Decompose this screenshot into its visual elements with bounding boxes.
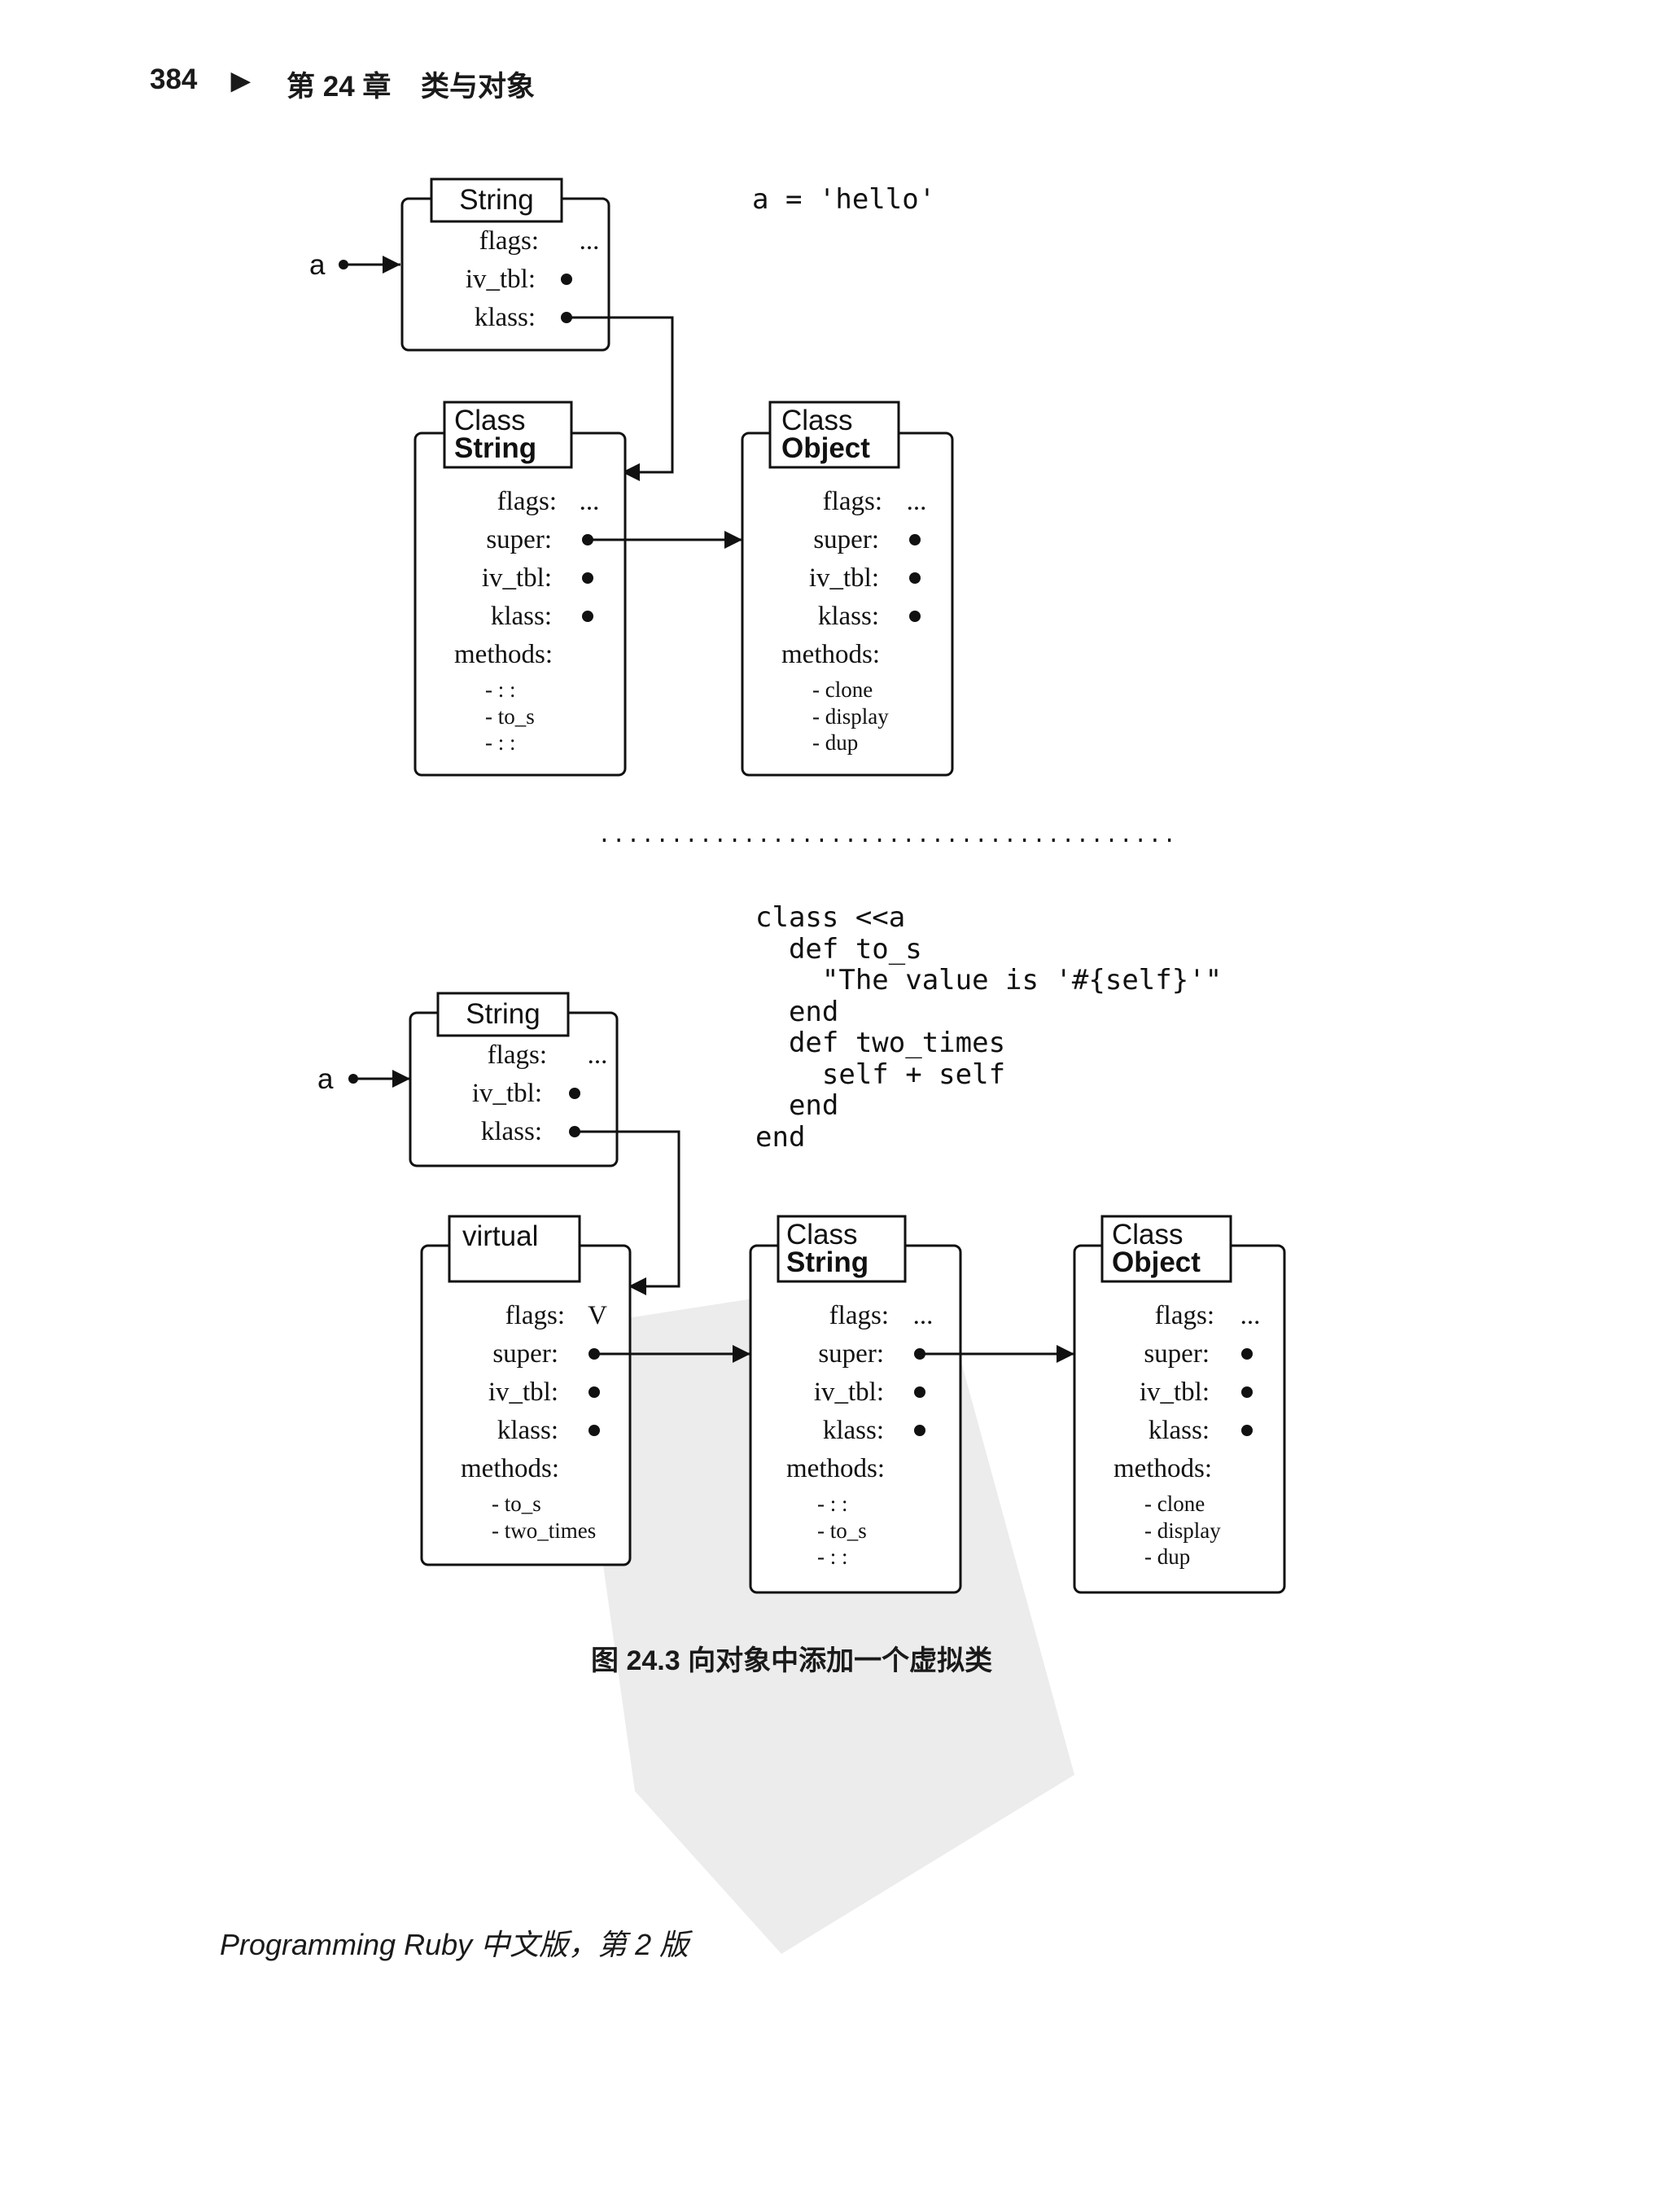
dotted-divider: ........................................ (597, 824, 1177, 849)
chapter-marker-icon: ▶ (231, 68, 251, 94)
chapter-number: 第 24 章 (287, 71, 392, 103)
class-string-box-bottom: Class String flags: ... super: iv_tbl: k… (749, 1215, 962, 1594)
svg-text:super:: super: (813, 525, 879, 554)
svg-text:super:: super: (818, 1339, 884, 1369)
class-object-box-bottom: Class Object flags: ... super: iv_tbl: k… (1073, 1215, 1286, 1594)
svg-text:iv_tbl:: iv_tbl: (488, 1378, 558, 1407)
variable-a-label: a (309, 249, 326, 281)
code-singleton-class: class <<a def to_s "The value is '#{self… (755, 901, 1223, 1154)
svg-text:iv_tbl:: iv_tbl: (809, 563, 879, 593)
svg-text:iv_tbl:: iv_tbl: (814, 1378, 884, 1407)
svg-text:methods:: methods: (454, 640, 553, 669)
svg-text:flags:: flags: (1155, 1301, 1214, 1330)
svg-text:flags:: flags: (829, 1301, 889, 1330)
page-number: 384 (150, 64, 198, 95)
svg-text:- dup: - dup (1144, 1544, 1190, 1569)
svg-text:...: ... (1240, 1301, 1261, 1330)
svg-text:- : :: - : : (485, 677, 516, 702)
svg-text:klass:: klass: (481, 1117, 542, 1146)
svg-text:flags:: flags: (479, 226, 539, 256)
svg-text:klass:: klass: (1149, 1416, 1210, 1445)
class-string-box-top: Class String flags: ... super: iv_tbl: k… (413, 401, 627, 777)
svg-text:...: ... (907, 487, 927, 516)
svg-text:super:: super: (486, 525, 552, 554)
top-diagram: a String flags: ... iv_tbl: klass: Class… (309, 177, 954, 777)
svg-text:flags:: flags: (823, 487, 882, 516)
svg-text:String: String (466, 998, 540, 1030)
svg-text:...: ... (588, 1040, 608, 1070)
svg-text:Object: Object (1112, 1246, 1201, 1278)
svg-text:methods:: methods: (786, 1454, 885, 1483)
svg-text:- to_s: - to_s (817, 1518, 867, 1543)
svg-text:iv_tbl:: iv_tbl: (482, 563, 552, 593)
svg-text:- two_times: - two_times (492, 1518, 596, 1543)
svg-text:String: String (786, 1246, 869, 1278)
svg-text:Class: Class (781, 405, 853, 436)
svg-text:klass:: klass: (497, 1416, 558, 1445)
figure-caption: 图 24.3 向对象中添加一个虚拟类 (591, 1645, 993, 1676)
string-object-box: String flags: ... iv_tbl: klass: (400, 177, 610, 352)
svg-text:- to_s: - to_s (485, 704, 535, 729)
string-object-title: String (459, 184, 533, 216)
svg-text:methods:: methods: (1114, 1454, 1212, 1483)
svg-text:...: ... (580, 487, 600, 516)
virtual-flag-value: V (588, 1301, 607, 1330)
svg-text:- : :: - : : (817, 1544, 848, 1569)
svg-text:klass:: klass: (818, 602, 879, 631)
svg-text:Class: Class (1112, 1219, 1184, 1251)
svg-text:- : :: - : : (817, 1491, 848, 1516)
svg-text:- display: - display (812, 704, 889, 729)
svg-text:- dup: - dup (812, 730, 858, 755)
svg-text:klass:: klass: (491, 602, 552, 631)
code-assignment: a = 'hello' (752, 183, 936, 216)
svg-text:flags:: flags: (497, 487, 557, 516)
svg-text:flags:: flags: (505, 1301, 565, 1330)
virtual-class-title: virtual (462, 1220, 538, 1252)
page-footer: Programming Ruby 中文版，第 2 版 (220, 1928, 689, 1961)
svg-text:- clone: - clone (812, 677, 873, 702)
svg-text:- : :: - : : (485, 730, 516, 755)
svg-text:methods:: methods: (781, 640, 880, 669)
svg-text:iv_tbl:: iv_tbl: (1140, 1378, 1210, 1407)
bottom-diagram: a String flags: ... iv_tbl: klass: virtu… (317, 992, 1286, 1594)
svg-text:iv_tbl:: iv_tbl: (472, 1079, 542, 1108)
variable-a-label-2: a (317, 1063, 334, 1095)
svg-text:- to_s: - to_s (492, 1491, 541, 1516)
svg-text:iv_tbl:: iv_tbl: (466, 265, 536, 294)
svg-text:Class: Class (454, 405, 526, 436)
svg-text:- clone: - clone (1144, 1491, 1205, 1516)
svg-text:klass:: klass: (823, 1416, 884, 1445)
svg-text:flags:: flags: (488, 1040, 547, 1070)
chapter-title: 类与对象 (421, 71, 536, 103)
svg-text:klass:: klass: (475, 303, 536, 332)
string-object-box-2: String flags: ... iv_tbl: klass: (409, 992, 619, 1167)
svg-text:...: ... (913, 1301, 934, 1330)
svg-text:super:: super: (1144, 1339, 1210, 1369)
virtual-class-box: virtual flags: V super: iv_tbl: klass: m… (420, 1215, 632, 1566)
svg-text:Object: Object (781, 432, 870, 464)
svg-text:- display: - display (1144, 1518, 1221, 1543)
svg-text:super:: super: (492, 1339, 558, 1369)
class-object-box-top: Class Object flags: ... super: iv_tbl: k… (741, 401, 954, 777)
svg-text:Class: Class (786, 1219, 858, 1251)
svg-text:methods:: methods: (461, 1454, 559, 1483)
svg-text:String: String (454, 432, 536, 464)
svg-text:...: ... (580, 226, 600, 256)
